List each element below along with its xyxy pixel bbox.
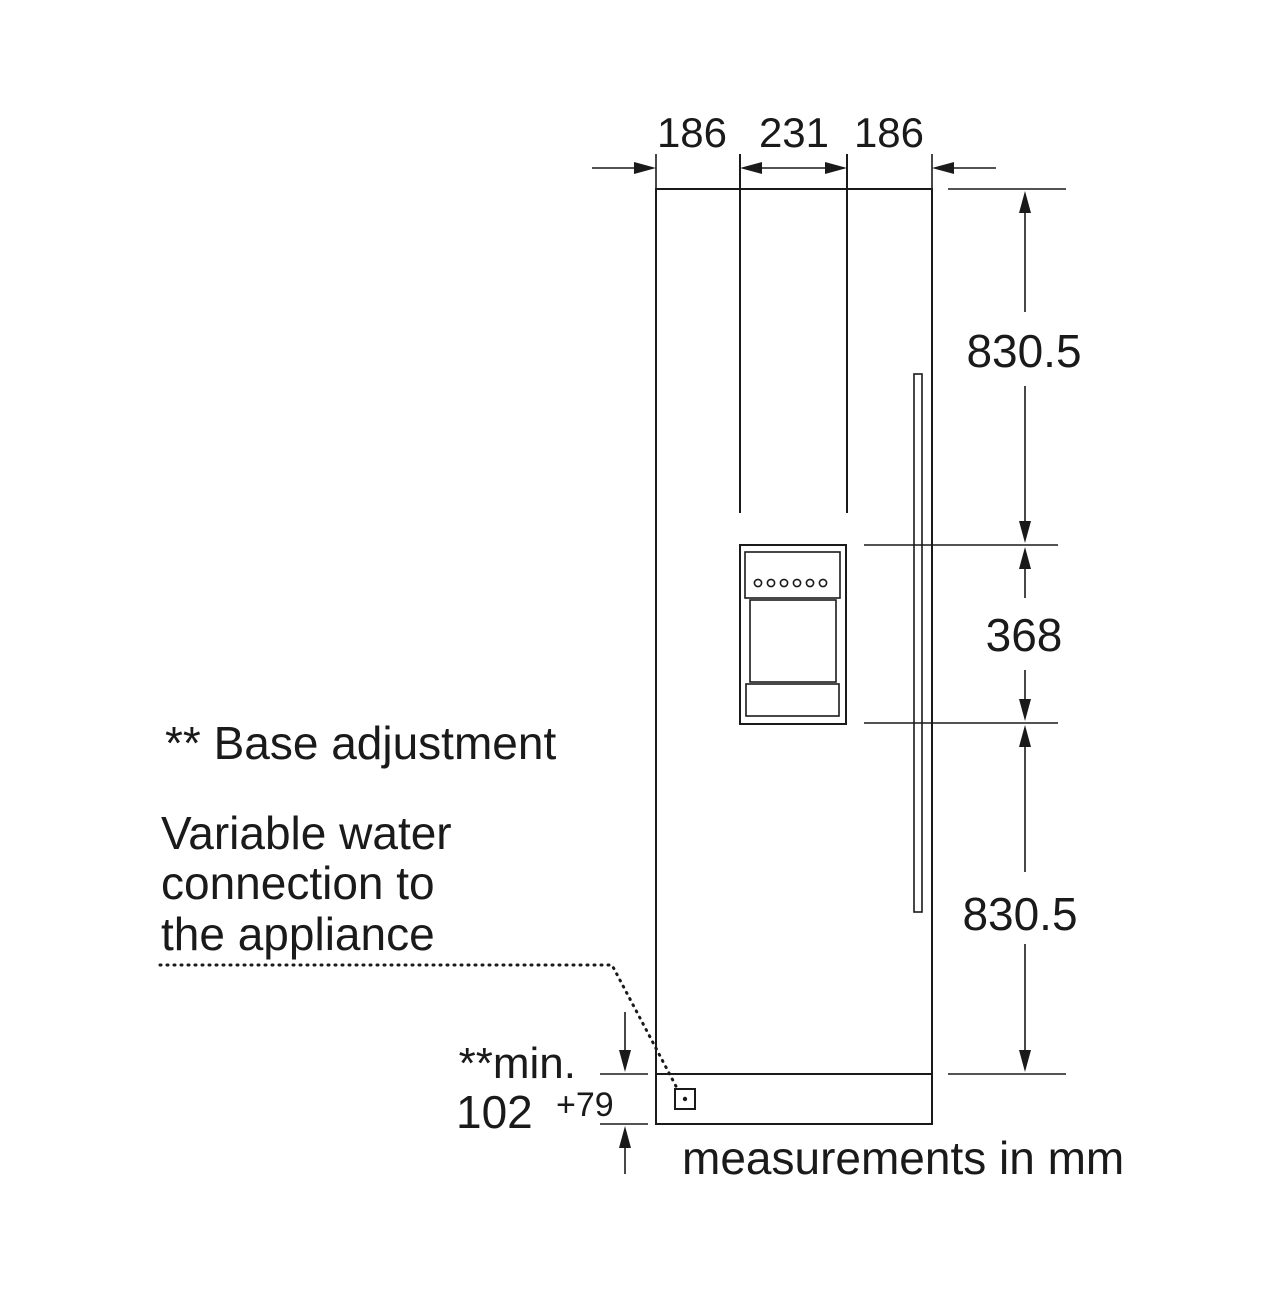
appliance-body bbox=[655, 188, 933, 1075]
base-height-dimension bbox=[600, 1012, 648, 1174]
dim-top-center: 231 bbox=[759, 109, 829, 156]
base-min-label: **min. bbox=[459, 1039, 576, 1088]
base-value: 102 bbox=[456, 1086, 533, 1138]
dim-upper-height: 830.5 bbox=[966, 325, 1081, 377]
appliance-base bbox=[655, 1073, 933, 1125]
dispenser-buttons bbox=[753, 578, 828, 588]
dim-dispenser-height: 368 bbox=[986, 609, 1063, 661]
water-connection-leader bbox=[158, 963, 680, 1092]
base-adjustment-note: ** Base adjustment bbox=[165, 717, 556, 769]
top-width-dimension bbox=[592, 154, 996, 189]
dispenser-unit bbox=[739, 544, 847, 725]
dim-lower-height: 830.5 bbox=[962, 888, 1077, 940]
right-height-dimension bbox=[864, 188, 1066, 1075]
water-note-line-3: the appliance bbox=[161, 908, 435, 960]
door-handle bbox=[913, 373, 923, 913]
units-note: measurements in mm bbox=[682, 1132, 1124, 1184]
base-tolerance: +79 bbox=[556, 1086, 614, 1124]
dim-top-left: 186 bbox=[657, 109, 727, 156]
water-connection-marker bbox=[674, 1088, 696, 1110]
water-connection-point bbox=[682, 1096, 688, 1102]
water-note-line-2: connection to bbox=[161, 857, 435, 909]
dim-top-right: 186 bbox=[854, 109, 924, 156]
water-note-line-1: Variable water bbox=[161, 807, 452, 859]
